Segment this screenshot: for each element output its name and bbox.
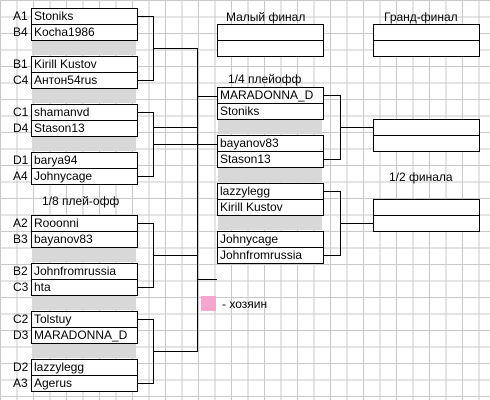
- seed-label: A4: [13, 169, 28, 183]
- seed-label: B4: [13, 25, 28, 39]
- r16-slot[interactable]: Tolstuy: [31, 311, 138, 328]
- r16-slot[interactable]: Kirill Kustov: [31, 56, 138, 73]
- separator: [218, 168, 322, 182]
- r16-slot[interactable]: shamanvd: [31, 104, 138, 121]
- separator: [32, 344, 136, 358]
- r16-slot[interactable]: Johnfromrussia: [31, 263, 138, 280]
- sf-slot[interactable]: [373, 135, 480, 152]
- seed-label: B2: [13, 264, 28, 278]
- r16-slot[interactable]: Johnycage: [31, 168, 138, 185]
- r16-slot[interactable]: bayanov83: [31, 231, 138, 248]
- seed-label: A3: [13, 376, 28, 390]
- qf-slot[interactable]: Stoniks: [217, 103, 324, 120]
- seed-label: B3: [13, 232, 28, 246]
- separator: [218, 216, 322, 230]
- qf-label: 1/4 плейофф: [228, 72, 302, 86]
- r16-label: 1/8 плей-офф: [42, 194, 120, 208]
- separator: [218, 120, 322, 134]
- r16-slot[interactable]: Stoniks: [31, 8, 138, 25]
- qf-slot[interactable]: lazzylegg: [217, 183, 324, 200]
- qf-slot[interactable]: bayanov83: [217, 135, 324, 152]
- legend-label: - хозяин: [222, 297, 268, 311]
- seed-label: C4: [13, 73, 29, 87]
- seed-label: C2: [13, 312, 29, 326]
- seed-label: D3: [13, 328, 29, 342]
- r16-slot[interactable]: hta: [31, 279, 138, 296]
- seed-label: D2: [13, 360, 29, 374]
- r16-slot[interactable]: MARADONNA_D: [31, 327, 138, 344]
- sf-slot[interactable]: [373, 119, 480, 136]
- host-color-swatch: [201, 296, 216, 311]
- seed-label: C1: [13, 105, 29, 119]
- third-place-slot[interactable]: [217, 24, 324, 41]
- separator: [32, 89, 136, 103]
- separator: [32, 137, 136, 151]
- seed-label: C3: [13, 280, 29, 294]
- r16-slot[interactable]: Rooonni: [31, 215, 138, 232]
- sf-slot[interactable]: [373, 199, 480, 216]
- r16-slot[interactable]: Антон54rus: [31, 72, 138, 89]
- separator: [32, 41, 136, 55]
- r16-slot[interactable]: lazzylegg: [31, 359, 138, 376]
- separator: [32, 296, 136, 310]
- seed-label: B1: [13, 57, 28, 71]
- grand-final-label: Гранд-финал: [384, 10, 458, 24]
- qf-slot[interactable]: Johnycage: [217, 231, 324, 248]
- r16-slot[interactable]: Kocha1986: [31, 24, 138, 41]
- qf-slot[interactable]: MARADONNA_D: [217, 87, 324, 104]
- seed-label: D1: [13, 153, 29, 167]
- grand-final-slot[interactable]: [373, 24, 480, 41]
- seed-label: A2: [13, 216, 28, 230]
- separator: [32, 248, 136, 262]
- sf-label: 1/2 финала: [389, 170, 453, 184]
- qf-slot[interactable]: Johnfromrussia: [217, 247, 324, 264]
- sf-slot[interactable]: [373, 215, 480, 232]
- qf-slot[interactable]: Stason13: [217, 151, 324, 168]
- third-place-slot[interactable]: [217, 40, 324, 57]
- r16-slot[interactable]: Stason13: [31, 120, 138, 137]
- grand-final-slot[interactable]: [373, 40, 480, 57]
- third-place-label: Малый финал: [226, 10, 306, 24]
- r16-slot[interactable]: Agerus: [31, 375, 138, 392]
- r16-slot[interactable]: barya94: [31, 152, 138, 169]
- qf-slot[interactable]: Kirill Kustov: [217, 199, 324, 216]
- seed-label: D4: [13, 121, 29, 135]
- seed-label: A1: [13, 9, 28, 23]
